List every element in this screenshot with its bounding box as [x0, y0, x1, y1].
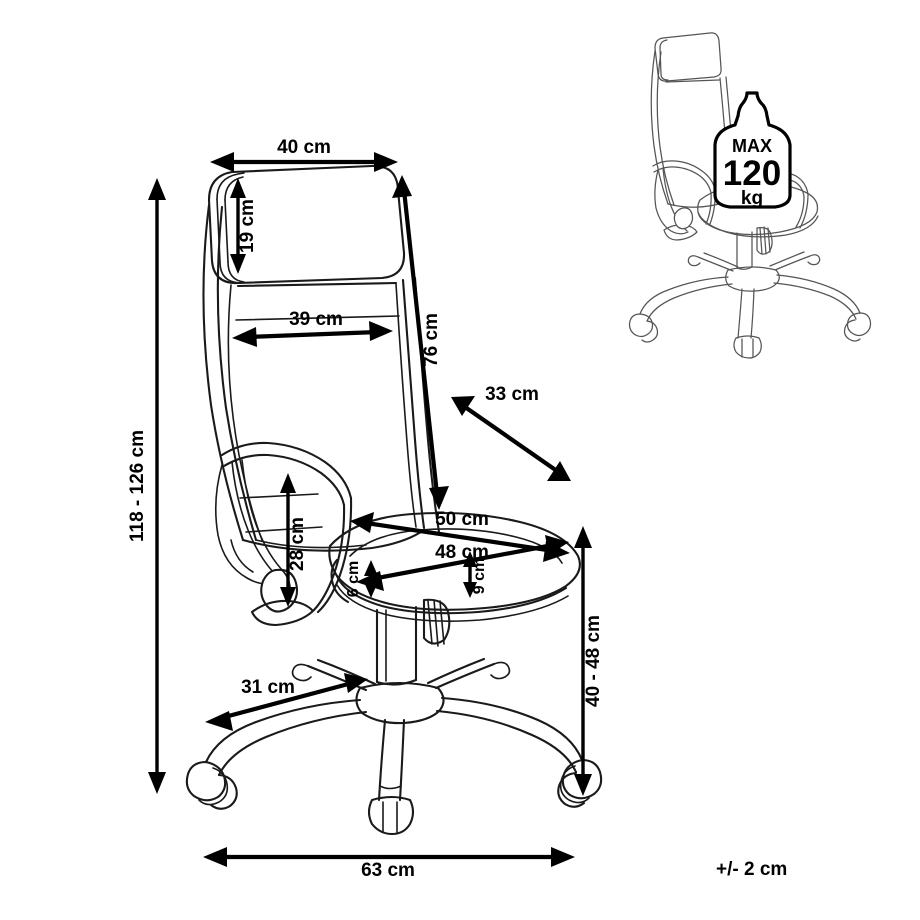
thumbnail-chair-drawing	[628, 32, 872, 359]
label-headrest-height: 19 cm	[237, 199, 258, 253]
label-seat-thickness-front: 6 cm	[345, 561, 362, 597]
dimension-base-width: 63 cm	[203, 847, 575, 881]
label-armrest-depth: 33 cm	[485, 384, 539, 405]
dimension-seat-height: 40 - 48 cm	[574, 526, 604, 796]
dimension-seat-width: 50 cm	[350, 509, 570, 562]
dimension-backrest-width: 39 cm	[232, 309, 393, 347]
label-seat-width: 50 cm	[435, 509, 489, 530]
label-total-height: 118 - 126 cm	[127, 430, 148, 542]
dimension-backrest-width-top: 40 cm	[210, 137, 398, 172]
dimension-seat-thickness-front: 6 cm	[345, 560, 378, 598]
badge-value: 120	[723, 154, 781, 193]
label-seat-depth: 48 cm	[435, 542, 489, 563]
dimension-seat-thickness-rear: 9 cm	[463, 551, 488, 598]
dimension-headrest-height: 19 cm	[230, 178, 258, 274]
label-seat-thickness-rear: 9 cm	[471, 558, 488, 594]
dimension-armrest-depth: 33 cm	[451, 384, 571, 481]
weight-capacity-badge: MAX 120 kg	[713, 91, 792, 209]
tolerance-label: +/- 2 cm	[716, 859, 787, 880]
badge-max-label: MAX	[732, 136, 772, 156]
label-base-width: 63 cm	[361, 860, 415, 881]
dimension-backrest-height: 76 cm	[392, 175, 449, 510]
label-base-radius: 31 cm	[241, 677, 295, 698]
label-backrest-width-top: 40 cm	[277, 137, 331, 158]
label-seat-height: 40 - 48 cm	[583, 615, 604, 707]
dimension-total-height: 118 - 126 cm	[127, 178, 166, 794]
label-armrest-height: 28 cm	[287, 517, 308, 571]
dimension-armrest-height: 28 cm	[280, 473, 308, 607]
dimension-base-radius: 31 cm	[205, 673, 368, 731]
main-chair-drawing	[185, 164, 603, 836]
badge-unit: kg	[741, 188, 763, 209]
label-backrest-width: 39 cm	[289, 309, 343, 330]
label-backrest-height: 76 cm	[421, 313, 442, 367]
